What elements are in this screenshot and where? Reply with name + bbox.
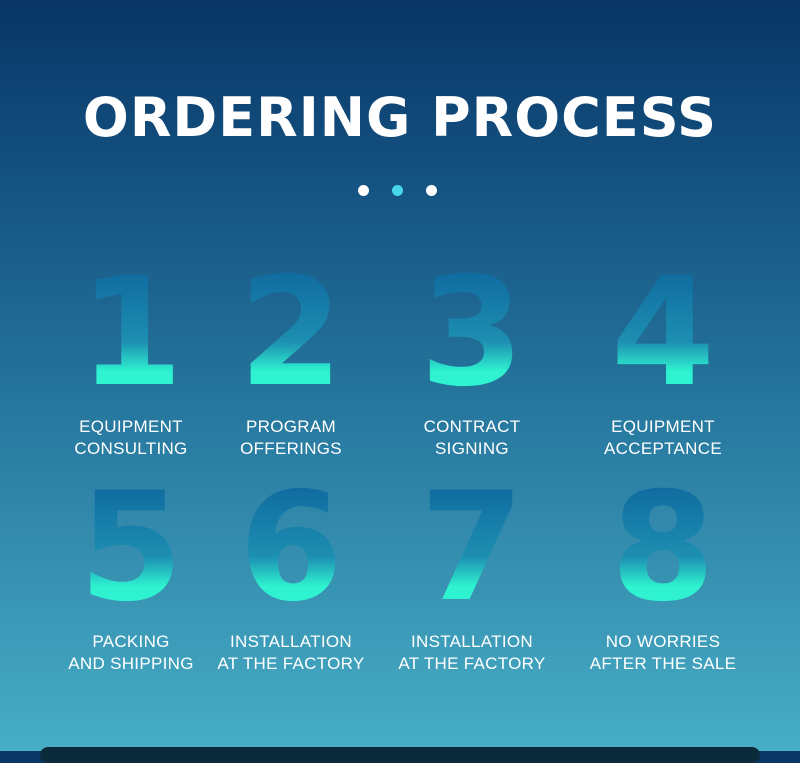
bottom-panel-edge bbox=[40, 747, 760, 763]
indicator-dot-2[interactable] bbox=[392, 185, 403, 196]
step-number-5-icon: 5 bbox=[79, 461, 183, 635]
indicator-dot-1[interactable] bbox=[358, 185, 369, 196]
step-number-6-icon: 6 bbox=[239, 461, 343, 635]
step-number-4-icon: 4 bbox=[611, 246, 715, 420]
svg-text:3: 3 bbox=[420, 246, 524, 420]
svg-text:4: 4 bbox=[611, 246, 715, 420]
page-title: ORDERING PROCESS bbox=[82, 86, 718, 149]
svg-text:7: 7 bbox=[420, 461, 524, 635]
svg-text:1: 1 bbox=[79, 246, 183, 420]
step-number-7-icon: 7 bbox=[420, 461, 524, 635]
step-number-2-icon: 2 bbox=[239, 246, 343, 420]
svg-text:8: 8 bbox=[611, 461, 715, 635]
svg-text:5: 5 bbox=[79, 461, 183, 635]
svg-text:6: 6 bbox=[239, 461, 343, 635]
step-number-3-icon: 3 bbox=[420, 246, 524, 420]
svg-text:2: 2 bbox=[239, 246, 343, 420]
indicator-dot-3[interactable] bbox=[426, 185, 437, 196]
step-number-1-icon: 1 bbox=[79, 246, 183, 420]
slide-indicator bbox=[0, 185, 800, 199]
step-number-8-icon: 8 bbox=[611, 461, 715, 635]
